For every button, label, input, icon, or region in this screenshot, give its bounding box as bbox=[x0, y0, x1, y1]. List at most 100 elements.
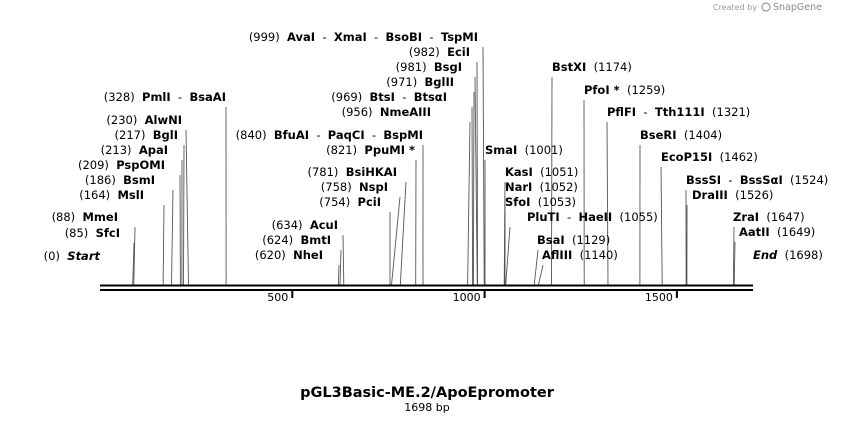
site-labels: (0) Start(85) SfcI(88) MmeI(164) MslI(18… bbox=[44, 30, 829, 263]
site-label: (217) BglI bbox=[115, 128, 178, 142]
site-label: (85) SfcI bbox=[65, 226, 120, 240]
enzyme-name: PmlI bbox=[142, 90, 171, 104]
site-label: ZraI (1647) bbox=[733, 210, 805, 224]
site-position: (1649) bbox=[770, 225, 816, 239]
site-position: (217) bbox=[115, 128, 153, 142]
site-position: (1524) bbox=[783, 173, 829, 187]
site-position: (1698) bbox=[777, 248, 823, 262]
site-position: (1321) bbox=[705, 105, 751, 119]
ruler-tick-label: 500 bbox=[267, 291, 288, 304]
site-pfoi-: PfoI * (1259) bbox=[584, 83, 665, 97]
enzyme-name: BssSI bbox=[686, 173, 721, 187]
site-leader-line bbox=[533, 249, 539, 286]
site-nmeaiii: (956) NmeAIII bbox=[342, 105, 431, 119]
site-label: End (1698) bbox=[753, 248, 823, 262]
enzyme-name: BglI bbox=[153, 128, 178, 142]
site-separator: - bbox=[171, 90, 190, 104]
site-position: (328) bbox=[104, 90, 142, 104]
created-by-label: Created by bbox=[713, 3, 757, 12]
site-position: (209) bbox=[78, 158, 116, 172]
site-label: PflFI - Tth111I (1321) bbox=[607, 105, 750, 119]
site-label: (209) PspOMI bbox=[78, 158, 165, 172]
site-leader-line bbox=[162, 204, 165, 286]
site-label: (999) AvaI - XmaI - BsoBI - TspMI bbox=[249, 30, 478, 44]
site-bsai: BsaI (1129) bbox=[537, 233, 610, 247]
plasmid-length: 1698 bp bbox=[404, 401, 449, 414]
site-leader-line bbox=[391, 196, 401, 286]
site-sfci: (85) SfcI bbox=[65, 226, 120, 240]
site-position: (1051) bbox=[533, 165, 579, 179]
site-zrai: ZraI (1647) bbox=[733, 210, 805, 224]
enzyme-name: BsgI bbox=[434, 60, 462, 74]
site-label: (821) PpuMI * bbox=[326, 143, 415, 157]
branding: Created by SnapGene bbox=[713, 2, 822, 13]
site-bseri: BseRI (1404) bbox=[640, 128, 722, 142]
site-leader-line bbox=[732, 226, 735, 286]
enzyme-name: BsaI bbox=[537, 233, 565, 247]
site-position: (1129) bbox=[565, 233, 611, 247]
site-position: (1174) bbox=[586, 60, 632, 74]
site-leader-line bbox=[505, 226, 511, 286]
site-label: BssSI - BssSαI (1524) bbox=[686, 173, 828, 187]
site-position: (1462) bbox=[712, 150, 758, 164]
site-label: (981) BsgI bbox=[396, 60, 462, 74]
enzyme-name: EcoP15I bbox=[661, 150, 712, 164]
enzyme-name: PspOMI bbox=[116, 158, 165, 172]
site-label: (164) MslI bbox=[79, 188, 144, 202]
site-separator: - bbox=[721, 173, 740, 187]
enzyme-name: SfcI bbox=[96, 226, 120, 240]
site-leader-line bbox=[185, 129, 189, 286]
enzyme-name: DraIII bbox=[692, 188, 728, 202]
site-sfoi: SfoI (1053) bbox=[505, 195, 576, 209]
site-label: (88) MmeI bbox=[52, 210, 118, 224]
enzyme-name: BstXI bbox=[552, 60, 586, 74]
site-bglii: (971) BglII bbox=[386, 75, 454, 89]
site-leader-lines bbox=[132, 46, 736, 286]
site-label: (982) EciI bbox=[409, 45, 470, 59]
site-position: (1647) bbox=[759, 210, 805, 224]
site-avai: (999) AvaI - XmaI - BsoBI - TspMI bbox=[249, 30, 478, 44]
site-position: (821) bbox=[326, 143, 364, 157]
site-position: (1055) bbox=[612, 210, 658, 224]
site-bfuai: (840) BfuAI - PaqCI - BspMI bbox=[236, 128, 423, 142]
site-position: (1259) bbox=[620, 83, 666, 97]
site-position: (164) bbox=[79, 188, 117, 202]
enzyme-name: HaeII bbox=[578, 210, 612, 224]
site-leader-line bbox=[660, 166, 663, 286]
site-label: (328) PmlI - BsaAI bbox=[104, 90, 226, 104]
enzyme-name: NmeAIII bbox=[380, 105, 431, 119]
site-bsgi: (981) BsgI bbox=[396, 60, 462, 74]
enzyme-name: AflIII bbox=[542, 248, 572, 262]
site-position: (971) bbox=[386, 75, 424, 89]
site-leader-line bbox=[339, 249, 342, 286]
sequence-backbone bbox=[100, 284, 753, 291]
site-separator: - bbox=[367, 30, 386, 44]
ruler-tick-label: 1500 bbox=[645, 291, 673, 304]
site-position: (781) bbox=[307, 165, 345, 179]
site-bstxi: BstXI (1174) bbox=[552, 60, 632, 74]
site-position: (1052) bbox=[532, 180, 578, 194]
site-leader-line bbox=[183, 144, 185, 286]
site-leader-line bbox=[132, 242, 135, 286]
site-start: (0) Start bbox=[44, 249, 101, 263]
enzyme-name: SmaI bbox=[485, 143, 517, 157]
site-position: (999) bbox=[249, 30, 287, 44]
site-separator: - bbox=[422, 30, 441, 44]
site-position: (969) bbox=[331, 90, 369, 104]
site-position: (1526) bbox=[728, 188, 774, 202]
enzyme-name: BfuAI bbox=[274, 128, 309, 142]
site-separator: - bbox=[315, 30, 334, 44]
site-label: (969) BtsI - BtsαI bbox=[331, 90, 447, 104]
site-separator: - bbox=[636, 105, 655, 119]
site-position: (1404) bbox=[677, 128, 723, 142]
site-label: (840) BfuAI - PaqCI - BspMI bbox=[236, 128, 423, 142]
enzyme-name: BsmI bbox=[123, 173, 155, 187]
site-leader-line bbox=[399, 181, 407, 286]
site-label: (213) ApaI bbox=[101, 143, 168, 157]
site-separator: - bbox=[395, 90, 414, 104]
site-position: (213) bbox=[101, 143, 139, 157]
enzyme-name: AatII bbox=[739, 225, 770, 239]
enzyme-name: BseRI bbox=[640, 128, 677, 142]
